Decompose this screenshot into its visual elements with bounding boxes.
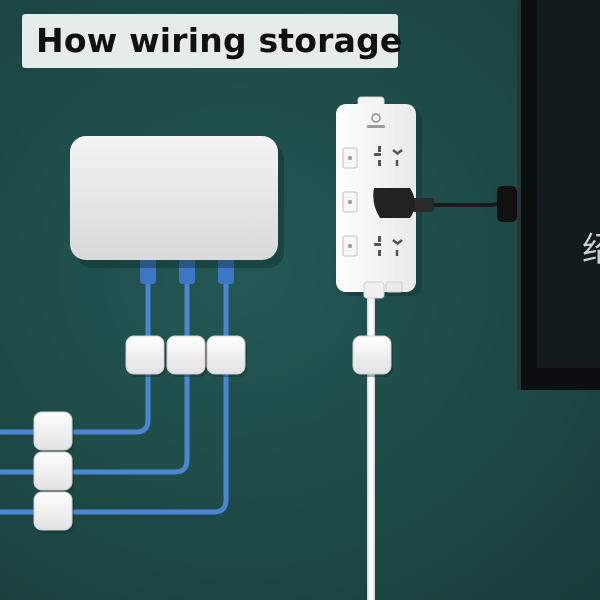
- cable-clip-router-1: [125, 335, 166, 377]
- ethernet-cable-2: [0, 275, 190, 475]
- router: [70, 136, 284, 268]
- tv-screen-text: 绍: [582, 230, 600, 270]
- brand-logo: [367, 113, 385, 128]
- ethernet-cable-3: [0, 275, 229, 515]
- ethernet-cables: [0, 275, 229, 515]
- black-plug: [373, 188, 415, 218]
- cable-clip-left-3: [33, 491, 74, 533]
- title-banner: How wiring storage: [22, 14, 402, 68]
- cable-clips: [33, 335, 393, 533]
- cable-clip-left-1: [33, 411, 74, 453]
- ethernet-plugs: [140, 258, 234, 284]
- tv-screen: [537, 0, 600, 368]
- ethernet-plug-1: [140, 258, 156, 284]
- ethernet-plug-3: [218, 258, 234, 284]
- ethernet-cable-1: [0, 275, 151, 435]
- cable-clip-router-2: [166, 335, 207, 377]
- power-strip: [336, 96, 517, 299]
- tv: [517, 0, 600, 390]
- router-body: [70, 136, 278, 260]
- socket-1: [374, 146, 403, 166]
- ethernet-plug-2: [179, 258, 195, 284]
- cable-clip-power: [352, 335, 393, 377]
- banner-title: How wiring storage: [36, 21, 403, 60]
- cable-clip-left-2: [33, 451, 74, 493]
- cable-clip-router-3: [206, 335, 247, 377]
- tv-power-connector: [497, 186, 517, 222]
- socket-3: [374, 236, 403, 256]
